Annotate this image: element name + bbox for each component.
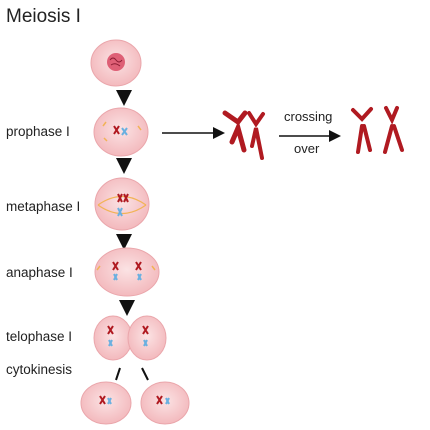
- metaphase-cell: [94, 177, 150, 231]
- stage-label-prophase: prophase I: [6, 124, 70, 139]
- crossed-chromosomes: [351, 106, 404, 154]
- telophase-cell: [93, 315, 167, 361]
- daughter-cell-left: [80, 381, 132, 425]
- stage-label-cytokinesis: cytokinesis: [6, 362, 73, 377]
- stage-label-telophase: telophase I: [6, 329, 73, 344]
- page-title: Meiosis I: [6, 6, 81, 27]
- cytokinesis-line-right: [141, 367, 149, 381]
- prophase-cell: [93, 107, 149, 157]
- anaphase-cell: [94, 247, 160, 297]
- cytokinesis-line-left: [115, 367, 121, 381]
- homologous-pair: [222, 110, 265, 160]
- stage-label-metaphase: metaphase I: [6, 199, 81, 214]
- over-label: over: [294, 141, 320, 156]
- interphase-cell: [90, 39, 142, 87]
- crossing-label: crossing: [284, 109, 333, 124]
- stage-label-anaphase: anaphase I: [6, 265, 73, 280]
- daughter-cell-right: [140, 381, 190, 425]
